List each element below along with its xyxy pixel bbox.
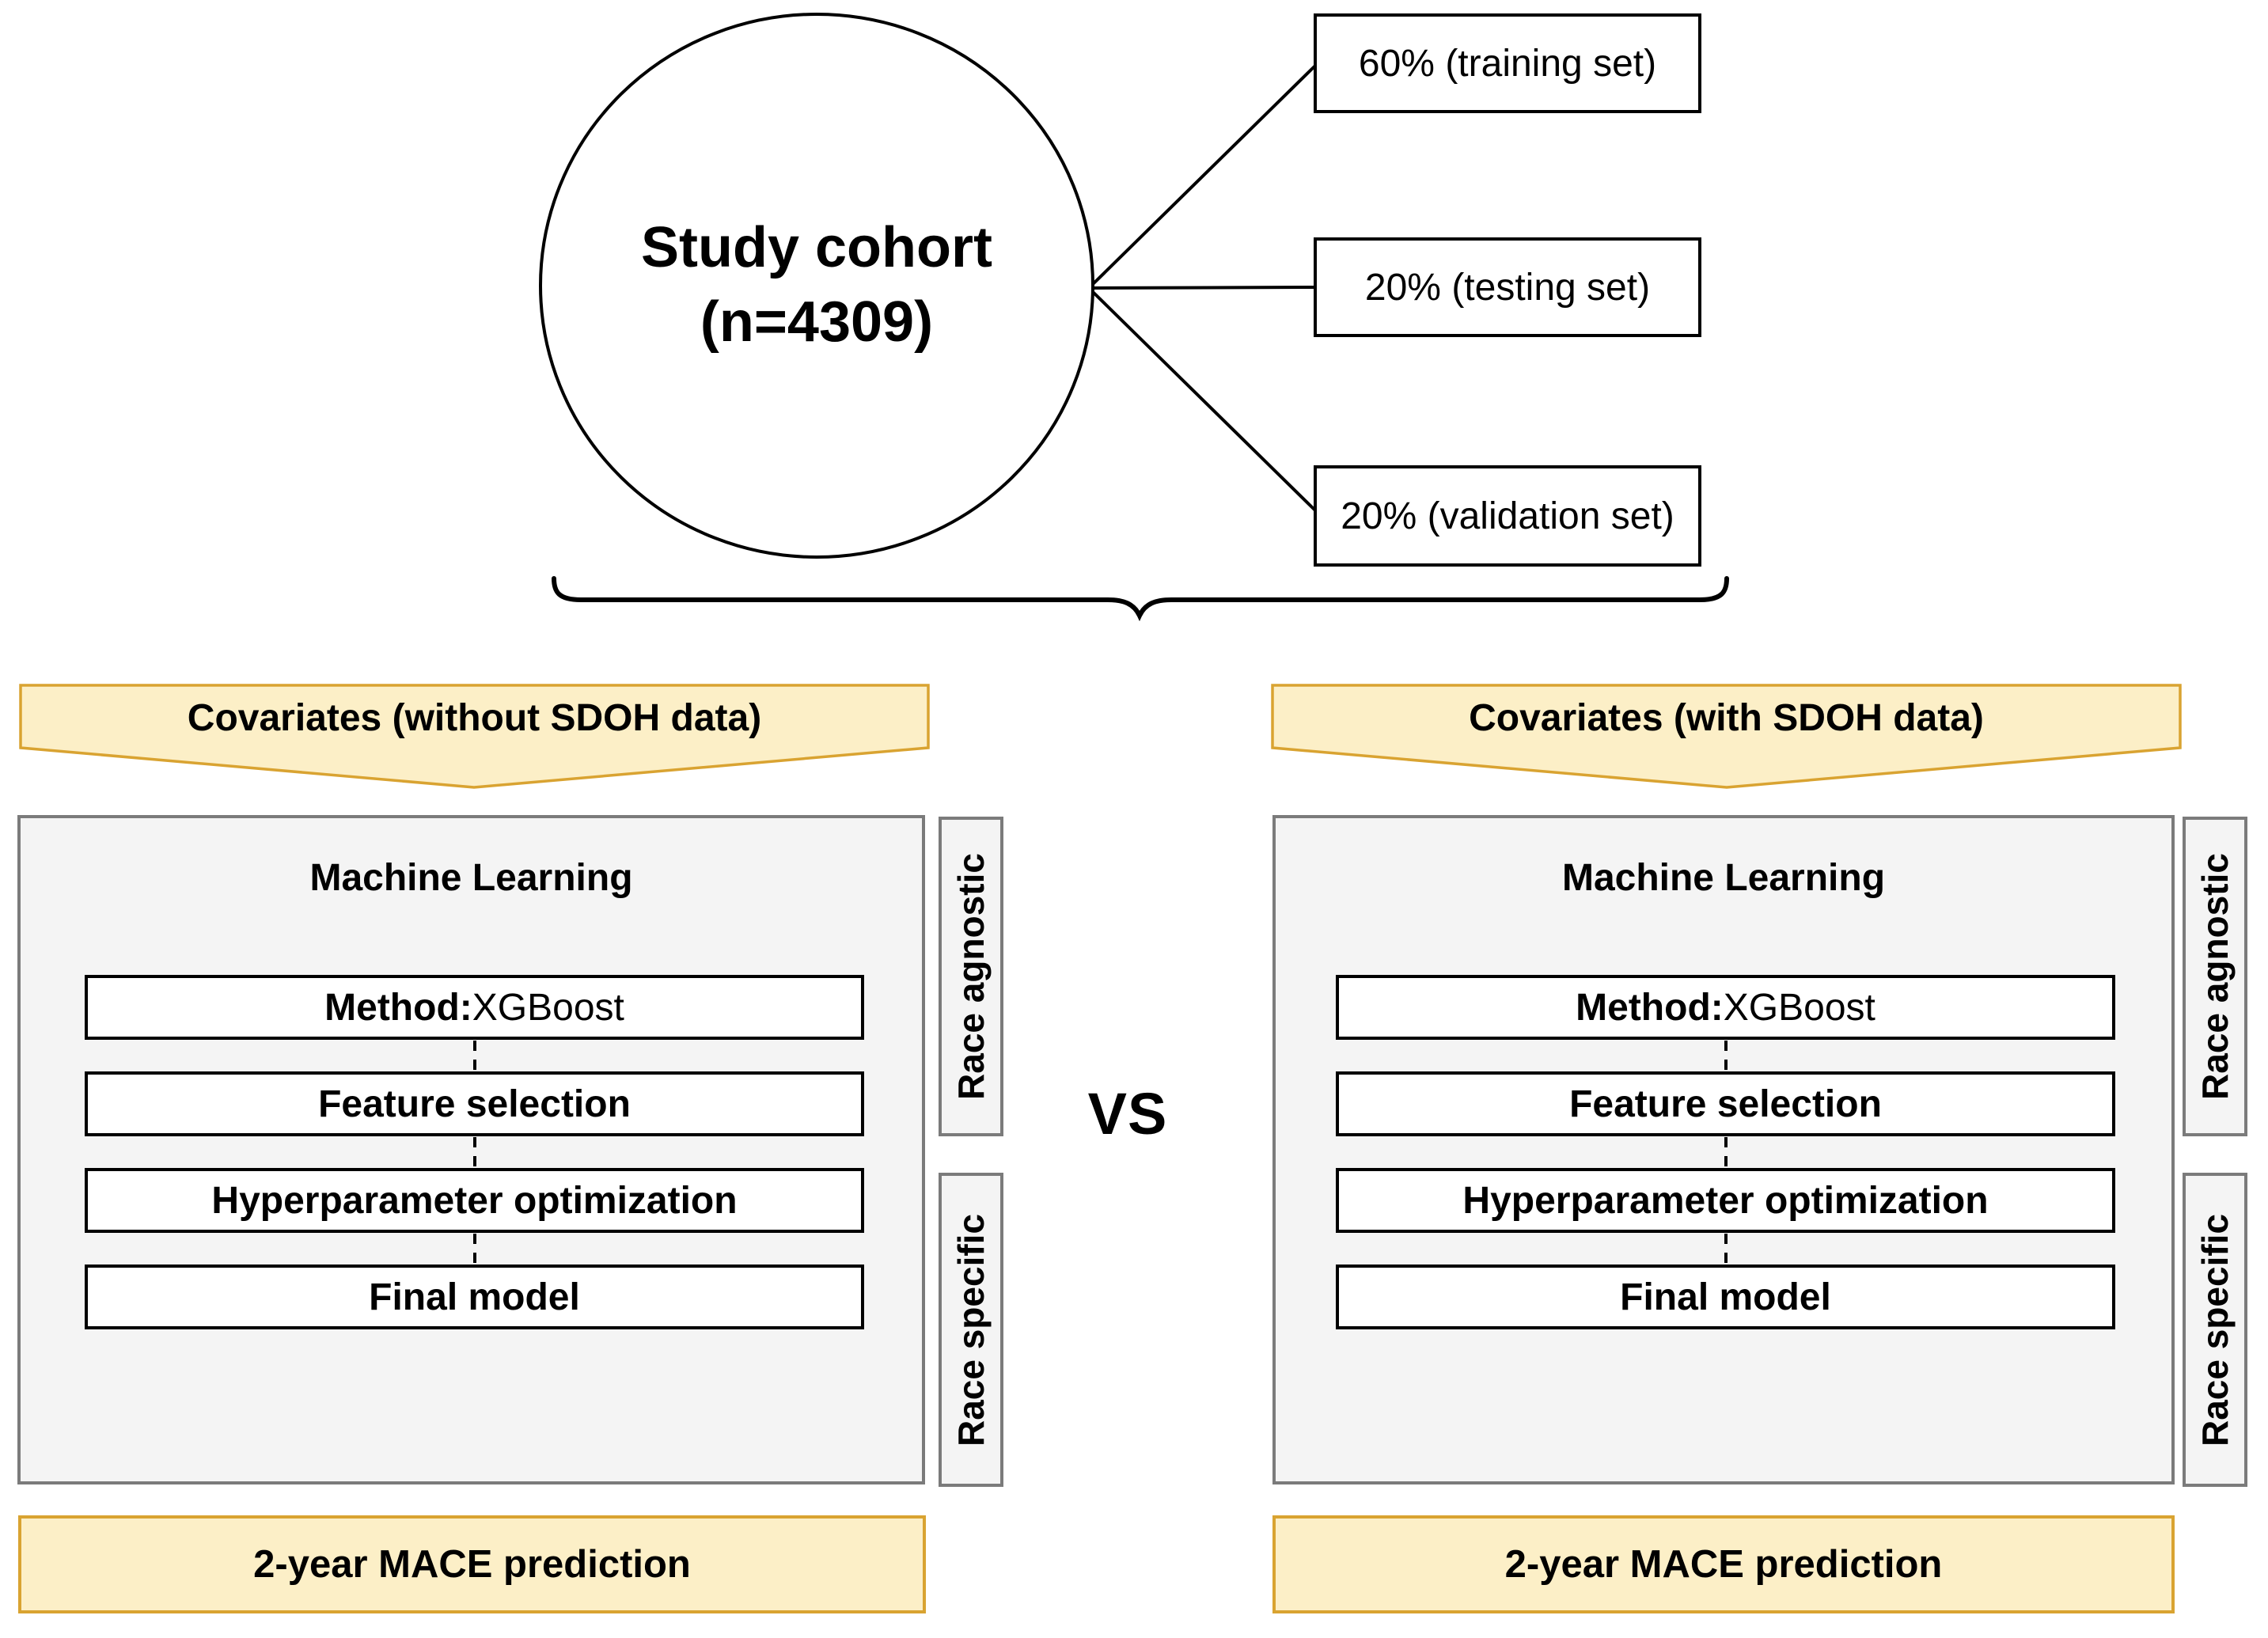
split-box-training: 60% (training set) xyxy=(1314,13,1701,113)
race-specific-tag-right: Race specific xyxy=(2183,1173,2247,1487)
outcome-box-without-sdoh-label: 2-year MACE prediction xyxy=(253,1543,691,1586)
connector-line-validation xyxy=(1087,286,1317,512)
step-hyperparameter-optimization: Hyperparameter optimization xyxy=(1336,1168,2115,1233)
step-method: Method: XGBoost xyxy=(1336,975,2115,1040)
race-specific-tag-left: Race specific xyxy=(939,1173,1003,1487)
dashed-connector xyxy=(473,1234,476,1265)
ml-title: Machine Learning xyxy=(1561,856,1886,899)
split-box-training-label: 60% (training set) xyxy=(1358,42,1657,85)
study-cohort-circle xyxy=(539,13,1094,559)
step-method-prefix: Method: xyxy=(1576,986,1724,1029)
ml-panel-without-sdoh: Machine Learning Method: XGBoost Feature… xyxy=(17,815,925,1484)
ml-panel-with-sdoh: Machine Learning Method: XGBoost Feature… xyxy=(1272,815,2175,1484)
connector-line-testing xyxy=(1088,286,1316,290)
banner-without-sdoh: Covariates (without SDOH data) xyxy=(21,685,928,750)
study-cohort-line1: Study cohort xyxy=(641,216,992,280)
banner-with-sdoh: Covariates (with SDOH data) xyxy=(1272,685,2180,750)
ml-title: Machine Learning xyxy=(309,856,633,899)
step-feature-selection-label: Feature selection xyxy=(318,1083,631,1125)
step-final-model-label: Final model xyxy=(369,1276,580,1318)
split-box-testing-label: 20% (testing set) xyxy=(1364,266,1651,309)
outcome-box-with-sdoh: 2-year MACE prediction xyxy=(1272,1515,2175,1613)
split-box-validation-label: 20% (validation set) xyxy=(1341,495,1674,537)
dashed-connector xyxy=(1724,1137,1728,1169)
race-specific-tag-left-label: Race specific xyxy=(950,1213,992,1447)
step-hyperparameter-optimization-label: Hyperparameter optimization xyxy=(211,1179,738,1222)
dashed-connector xyxy=(1724,1234,1728,1265)
banner-without-sdoh-label: Covariates (without SDOH data) xyxy=(187,696,762,739)
study-cohort-label: Study cohort (n=4309) xyxy=(540,13,1094,558)
banner-with-sdoh-label: Covariates (with SDOH data) xyxy=(1469,696,1984,739)
race-agnostic-tag-right-label: Race agnostic xyxy=(2194,853,2236,1100)
study-cohort-line2: (n=4309) xyxy=(700,290,934,354)
split-box-testing: 20% (testing set) xyxy=(1314,237,1701,337)
split-box-validation: 20% (validation set) xyxy=(1314,465,1701,567)
step-method: Method: XGBoost xyxy=(85,975,864,1040)
outcome-box-with-sdoh-label: 2-year MACE prediction xyxy=(1504,1543,1943,1586)
step-method-value: XGBoost xyxy=(472,986,624,1029)
step-hyperparameter-optimization-label: Hyperparameter optimization xyxy=(1462,1179,1989,1222)
dashed-connector xyxy=(1724,1041,1728,1072)
step-method-prefix: Method: xyxy=(324,986,472,1029)
step-hyperparameter-optimization: Hyperparameter optimization xyxy=(85,1168,864,1233)
race-agnostic-tag-right: Race agnostic xyxy=(2183,817,2247,1136)
dashed-connector xyxy=(473,1137,476,1169)
outcome-box-without-sdoh: 2-year MACE prediction xyxy=(18,1515,926,1613)
step-final-model-label: Final model xyxy=(1620,1276,1831,1318)
vs-label: VS xyxy=(1087,1080,1168,1147)
step-method-value: XGBoost xyxy=(1723,986,1875,1029)
step-feature-selection: Feature selection xyxy=(85,1071,864,1136)
step-feature-selection-label: Feature selection xyxy=(1569,1083,1882,1125)
underbrace xyxy=(552,576,1729,622)
race-agnostic-tag-left-label: Race agnostic xyxy=(950,853,992,1100)
dashed-connector xyxy=(473,1041,476,1072)
banner-shape-without-sdoh xyxy=(19,684,930,789)
step-final-model: Final model xyxy=(1336,1265,2115,1329)
step-feature-selection: Feature selection xyxy=(1336,1071,2115,1136)
step-final-model: Final model xyxy=(85,1265,864,1329)
banner-shape-with-sdoh xyxy=(1271,684,2182,789)
race-agnostic-tag-left: Race agnostic xyxy=(939,817,1003,1136)
connector-line-training xyxy=(1087,64,1317,290)
race-specific-tag-right-label: Race specific xyxy=(2194,1213,2236,1447)
